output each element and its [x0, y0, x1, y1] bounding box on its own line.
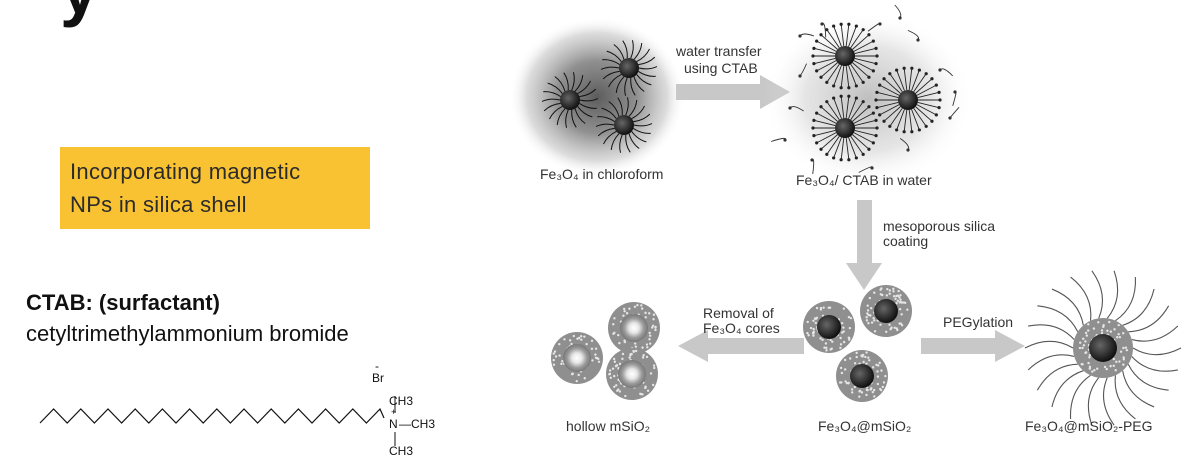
- bromide-symbol: Br: [372, 371, 384, 385]
- step1-label: Fe₃O₄ in chloroform: [540, 166, 663, 182]
- step3-illustration: [803, 285, 912, 402]
- title-fragment: y: [60, 0, 99, 24]
- arrow-core-removal: [678, 330, 804, 362]
- step2-label: Fe₃O₄/ CTAB in water: [796, 172, 932, 188]
- step1-illustration: [509, 17, 685, 177]
- arrow3-text-line2: Fe₃O₄ cores: [703, 320, 780, 336]
- arrow2-text-line2: coating: [883, 233, 928, 249]
- arrow-silica-coating: [846, 200, 882, 290]
- step5-illustration: [1024, 270, 1182, 426]
- free-surfactant-molecules: [770, 4, 960, 175]
- nitrogen-symbol: N: [389, 417, 398, 431]
- highlight-line-2: NPs in silica shell: [70, 192, 247, 217]
- oleate-nanoparticle: [541, 72, 599, 128]
- methyl-bottom: CH3: [389, 444, 413, 458]
- methyl-top: CH3: [389, 394, 413, 408]
- nitrogen-charge: +: [391, 407, 396, 417]
- methyl-right: —CH3: [399, 417, 435, 431]
- ctab-full-name: cetyltrimethylammonium bromide: [26, 321, 349, 346]
- bromide-charge: -: [375, 359, 379, 373]
- arrow1-text-line1: water transfer: [675, 43, 762, 59]
- oleate-nanoparticle: [595, 97, 653, 153]
- step4-label: hollow mSiO₂: [566, 418, 650, 434]
- step4-illustration: [551, 302, 660, 400]
- arrow1-text-line2: using CTAB: [684, 60, 758, 76]
- oleate-nanoparticle: [600, 40, 658, 96]
- ctab-structure: Br - CH3 N + —CH3 CH3: [39, 359, 435, 458]
- arrow3-text-line1: Removal of: [703, 305, 774, 321]
- arrow-pegylation: [921, 330, 1025, 362]
- step2-illustration: [763, 4, 973, 187]
- highlight-box: Incorporating magnetic NPs in silica she…: [60, 147, 370, 229]
- arrow-water-transfer: [676, 75, 790, 109]
- step3-label: Fe₃O₄@mSiO₂: [818, 418, 911, 434]
- arrow2-text-line1: mesoporous silica: [883, 218, 995, 234]
- highlight-line-1: Incorporating magnetic: [70, 159, 301, 184]
- step5-label: Fe₃O₄@mSiO₂-PEG: [1025, 418, 1153, 434]
- ctab-heading: CTAB: (surfactant): [26, 290, 220, 315]
- alkyl-chain: [39, 407, 385, 424]
- arrow4-text: PEGylation: [943, 314, 1013, 330]
- ctab-coated-nanoparticles: [811, 22, 942, 162]
